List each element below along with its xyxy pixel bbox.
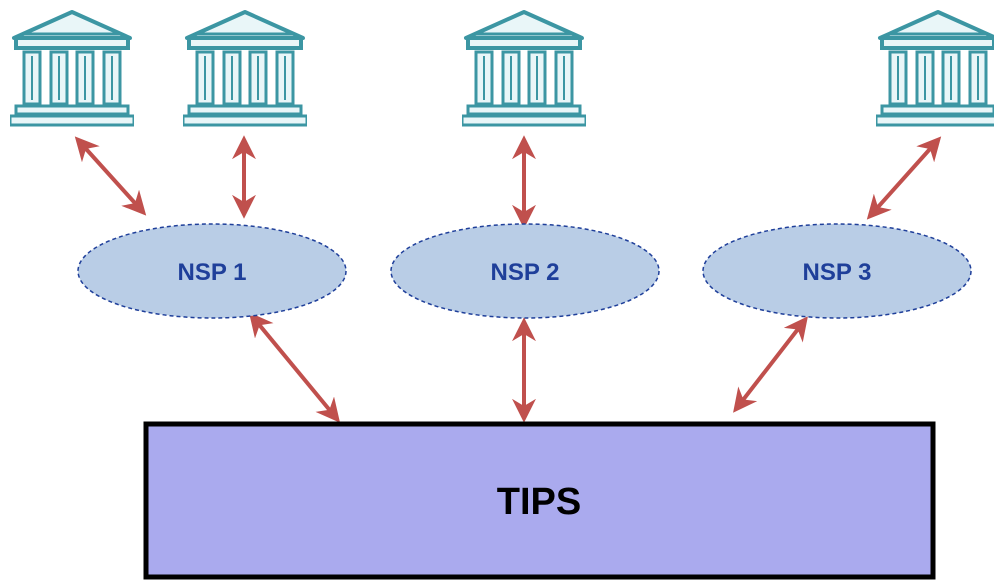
arrow-bank1-nsp1: [74, 136, 147, 216]
bank-icon-4: [876, 10, 994, 127]
bank-icon-3: [462, 10, 586, 127]
arrow-nsp3-tips: [733, 316, 808, 413]
arrow-nsp1-tips: [248, 312, 341, 423]
nsp-3-node: NSP 3: [702, 223, 972, 319]
bank-icon-2: [183, 10, 307, 127]
nsp-1-label: NSP 1: [178, 259, 247, 286]
tips-label: TIPS: [497, 481, 581, 523]
tips-node: TIPS: [143, 421, 936, 580]
bank-icon-1: [10, 10, 134, 127]
arrow-bank4-nsp3: [866, 136, 942, 220]
nsp-3-label: NSP 3: [803, 259, 872, 286]
nsp-1-node: NSP 1: [77, 223, 347, 319]
nsp-2-node: NSP 2: [390, 223, 660, 319]
nsp-2-label: NSP 2: [491, 259, 560, 286]
